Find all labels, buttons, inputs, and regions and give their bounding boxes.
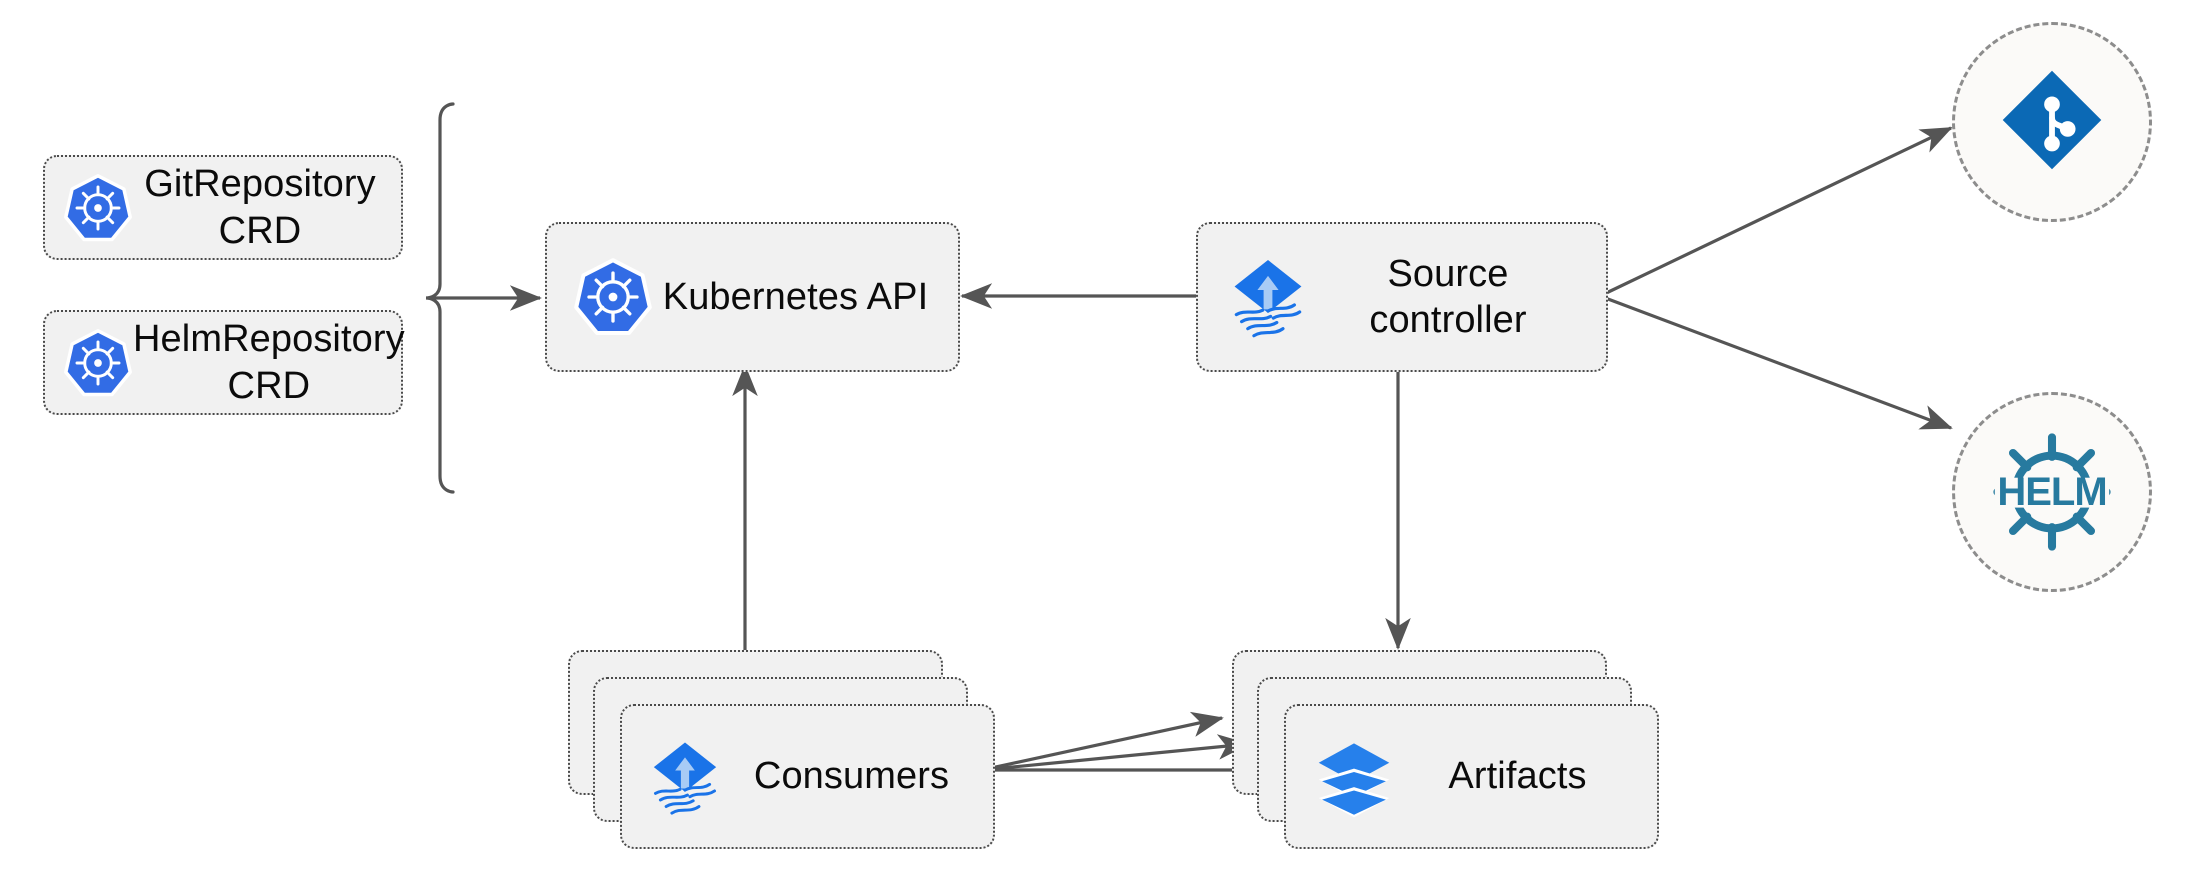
wire-source-controller-to-git (1599, 126, 1953, 298)
node-label: GitRepository CRD (144, 163, 376, 252)
node-label: Kubernetes API (662, 275, 929, 318)
node-helm-provider[interactable]: HELM (1952, 392, 2152, 592)
git-icon (1996, 64, 2108, 181)
node-artifacts[interactable]: Artifacts (1284, 704, 1659, 849)
wire-source-controller-to-helm (1599, 294, 1953, 430)
node-label: Artifacts (1448, 755, 1587, 798)
crd-group-brace (425, 102, 455, 494)
node-consumers[interactable]: Consumers (620, 704, 995, 849)
layers-icon (1312, 735, 1396, 819)
kubernetes-icon (63, 173, 133, 243)
wire-consumers-to-artifacts-top (981, 711, 1224, 772)
node-label: HelmRepository CRD (133, 318, 405, 407)
node-git-provider[interactable] (1952, 22, 2152, 222)
node-label: Consumers (753, 755, 950, 798)
node-source-controller[interactable]: Source controller (1196, 222, 1608, 372)
kubernetes-icon (573, 257, 653, 337)
node-helm-repository-crd[interactable]: HelmRepository CRD (43, 310, 405, 415)
kubernetes-icon (63, 328, 133, 398)
flux-icon (1224, 253, 1312, 341)
wire-consumers-to-artifacts-middle (981, 734, 1250, 772)
node-git-repository-crd[interactable]: GitRepository CRD (43, 155, 403, 260)
helm-wordmark: HELM (1997, 469, 2107, 514)
node-label: Source controller (1369, 252, 1527, 341)
node-kubernetes-api[interactable]: Kubernetes API (545, 222, 960, 372)
flux-icon (644, 736, 726, 818)
helm-icon: HELM (1987, 427, 2117, 557)
